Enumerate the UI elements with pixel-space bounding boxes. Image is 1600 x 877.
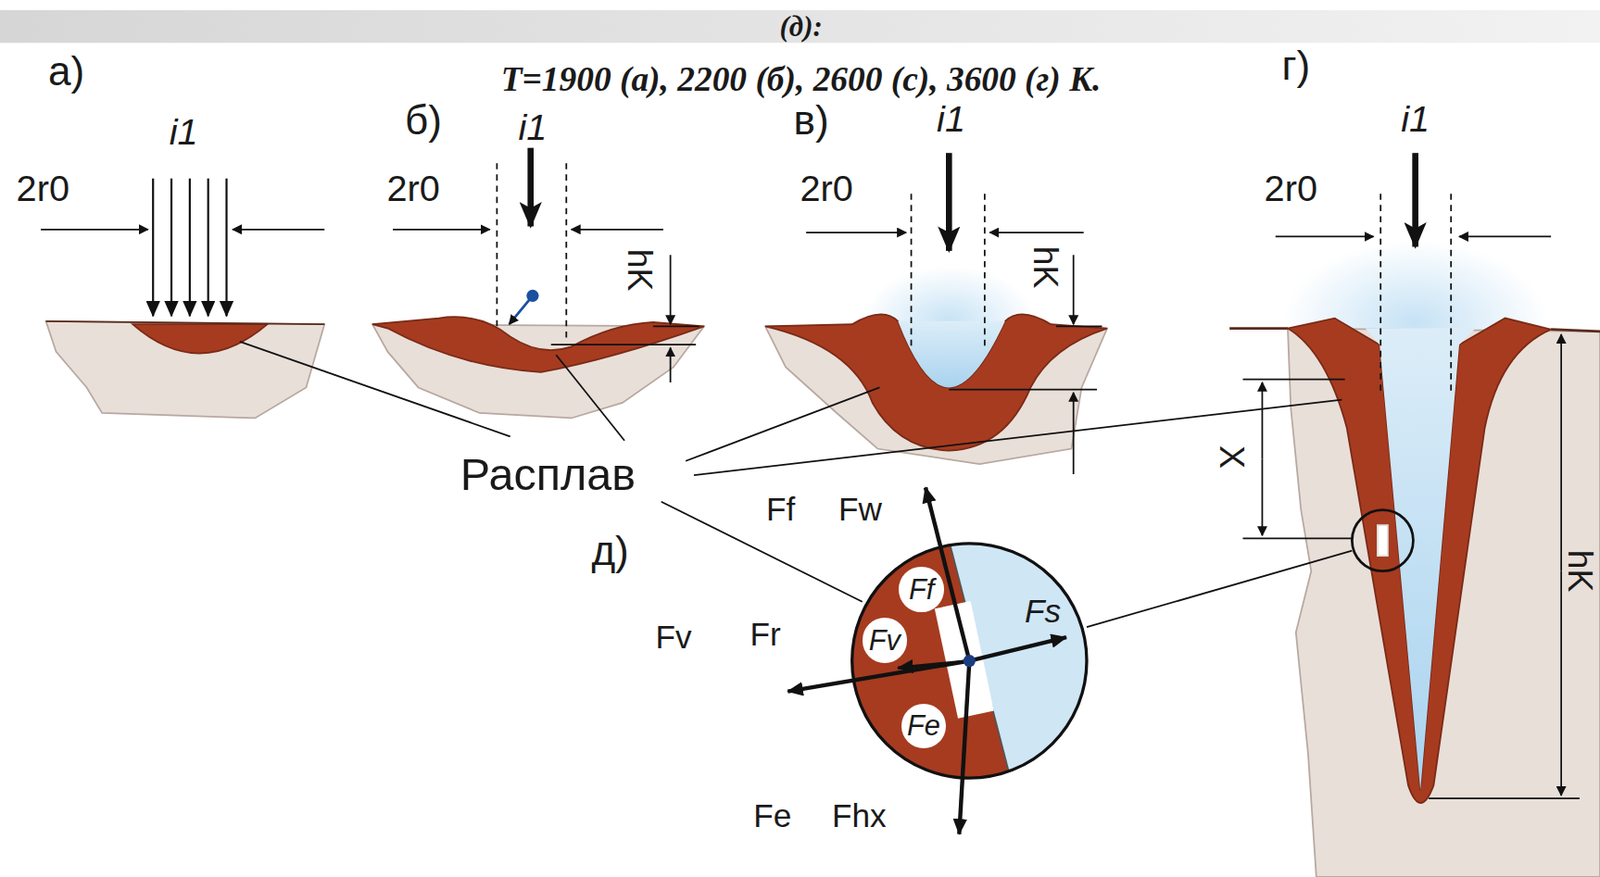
zoom-circle: Fs FfFvFe	[852, 543, 1087, 779]
force-label: Fe	[753, 798, 792, 835]
force-circle: Fv	[862, 617, 908, 664]
panel-letter: в)	[793, 98, 830, 144]
panel-letter: а)	[48, 49, 85, 95]
force-label: Fhx	[831, 798, 887, 835]
panel-letter: д)	[591, 529, 629, 575]
depth-dimension: hK	[620, 249, 659, 292]
force-label: Fs	[1024, 593, 1061, 630]
spot-diameter: 2r0	[799, 168, 853, 210]
force-label: Fv	[869, 625, 901, 657]
force-label: Fr	[749, 617, 781, 654]
depth-dimension: hK	[1561, 550, 1600, 593]
force-label: Ff	[908, 574, 934, 606]
force-label: Ff	[766, 491, 795, 529]
melt-label: Расплав	[460, 450, 636, 500]
spot-diameter: 2r0	[386, 168, 440, 210]
spot-diameter: 2r0	[16, 168, 70, 210]
force-label: Fv	[655, 619, 692, 656]
spot-diameter: 2r0	[1264, 168, 1318, 210]
force-label: Fe	[907, 710, 941, 743]
beam-intensity: i1	[169, 112, 199, 153]
figure-title: T=1900 (а), 2200 (б), 2600 (с), 3600 (г)…	[501, 60, 1102, 99]
beam-intensity: i1	[1400, 99, 1430, 140]
force-label: Fw	[838, 491, 882, 529]
panel-letter: б)	[404, 98, 442, 144]
beam-intensity: i1	[518, 107, 548, 149]
depth-dimension: hK	[1026, 246, 1065, 290]
panel-letter: г)	[1281, 43, 1311, 89]
beam-intensity: i1	[936, 99, 966, 140]
force-circle: Ff	[898, 566, 945, 613]
depth-dimension: X	[1212, 445, 1251, 469]
force-circle: Fe	[901, 704, 947, 750]
panel-ref: (д):	[780, 12, 823, 44]
